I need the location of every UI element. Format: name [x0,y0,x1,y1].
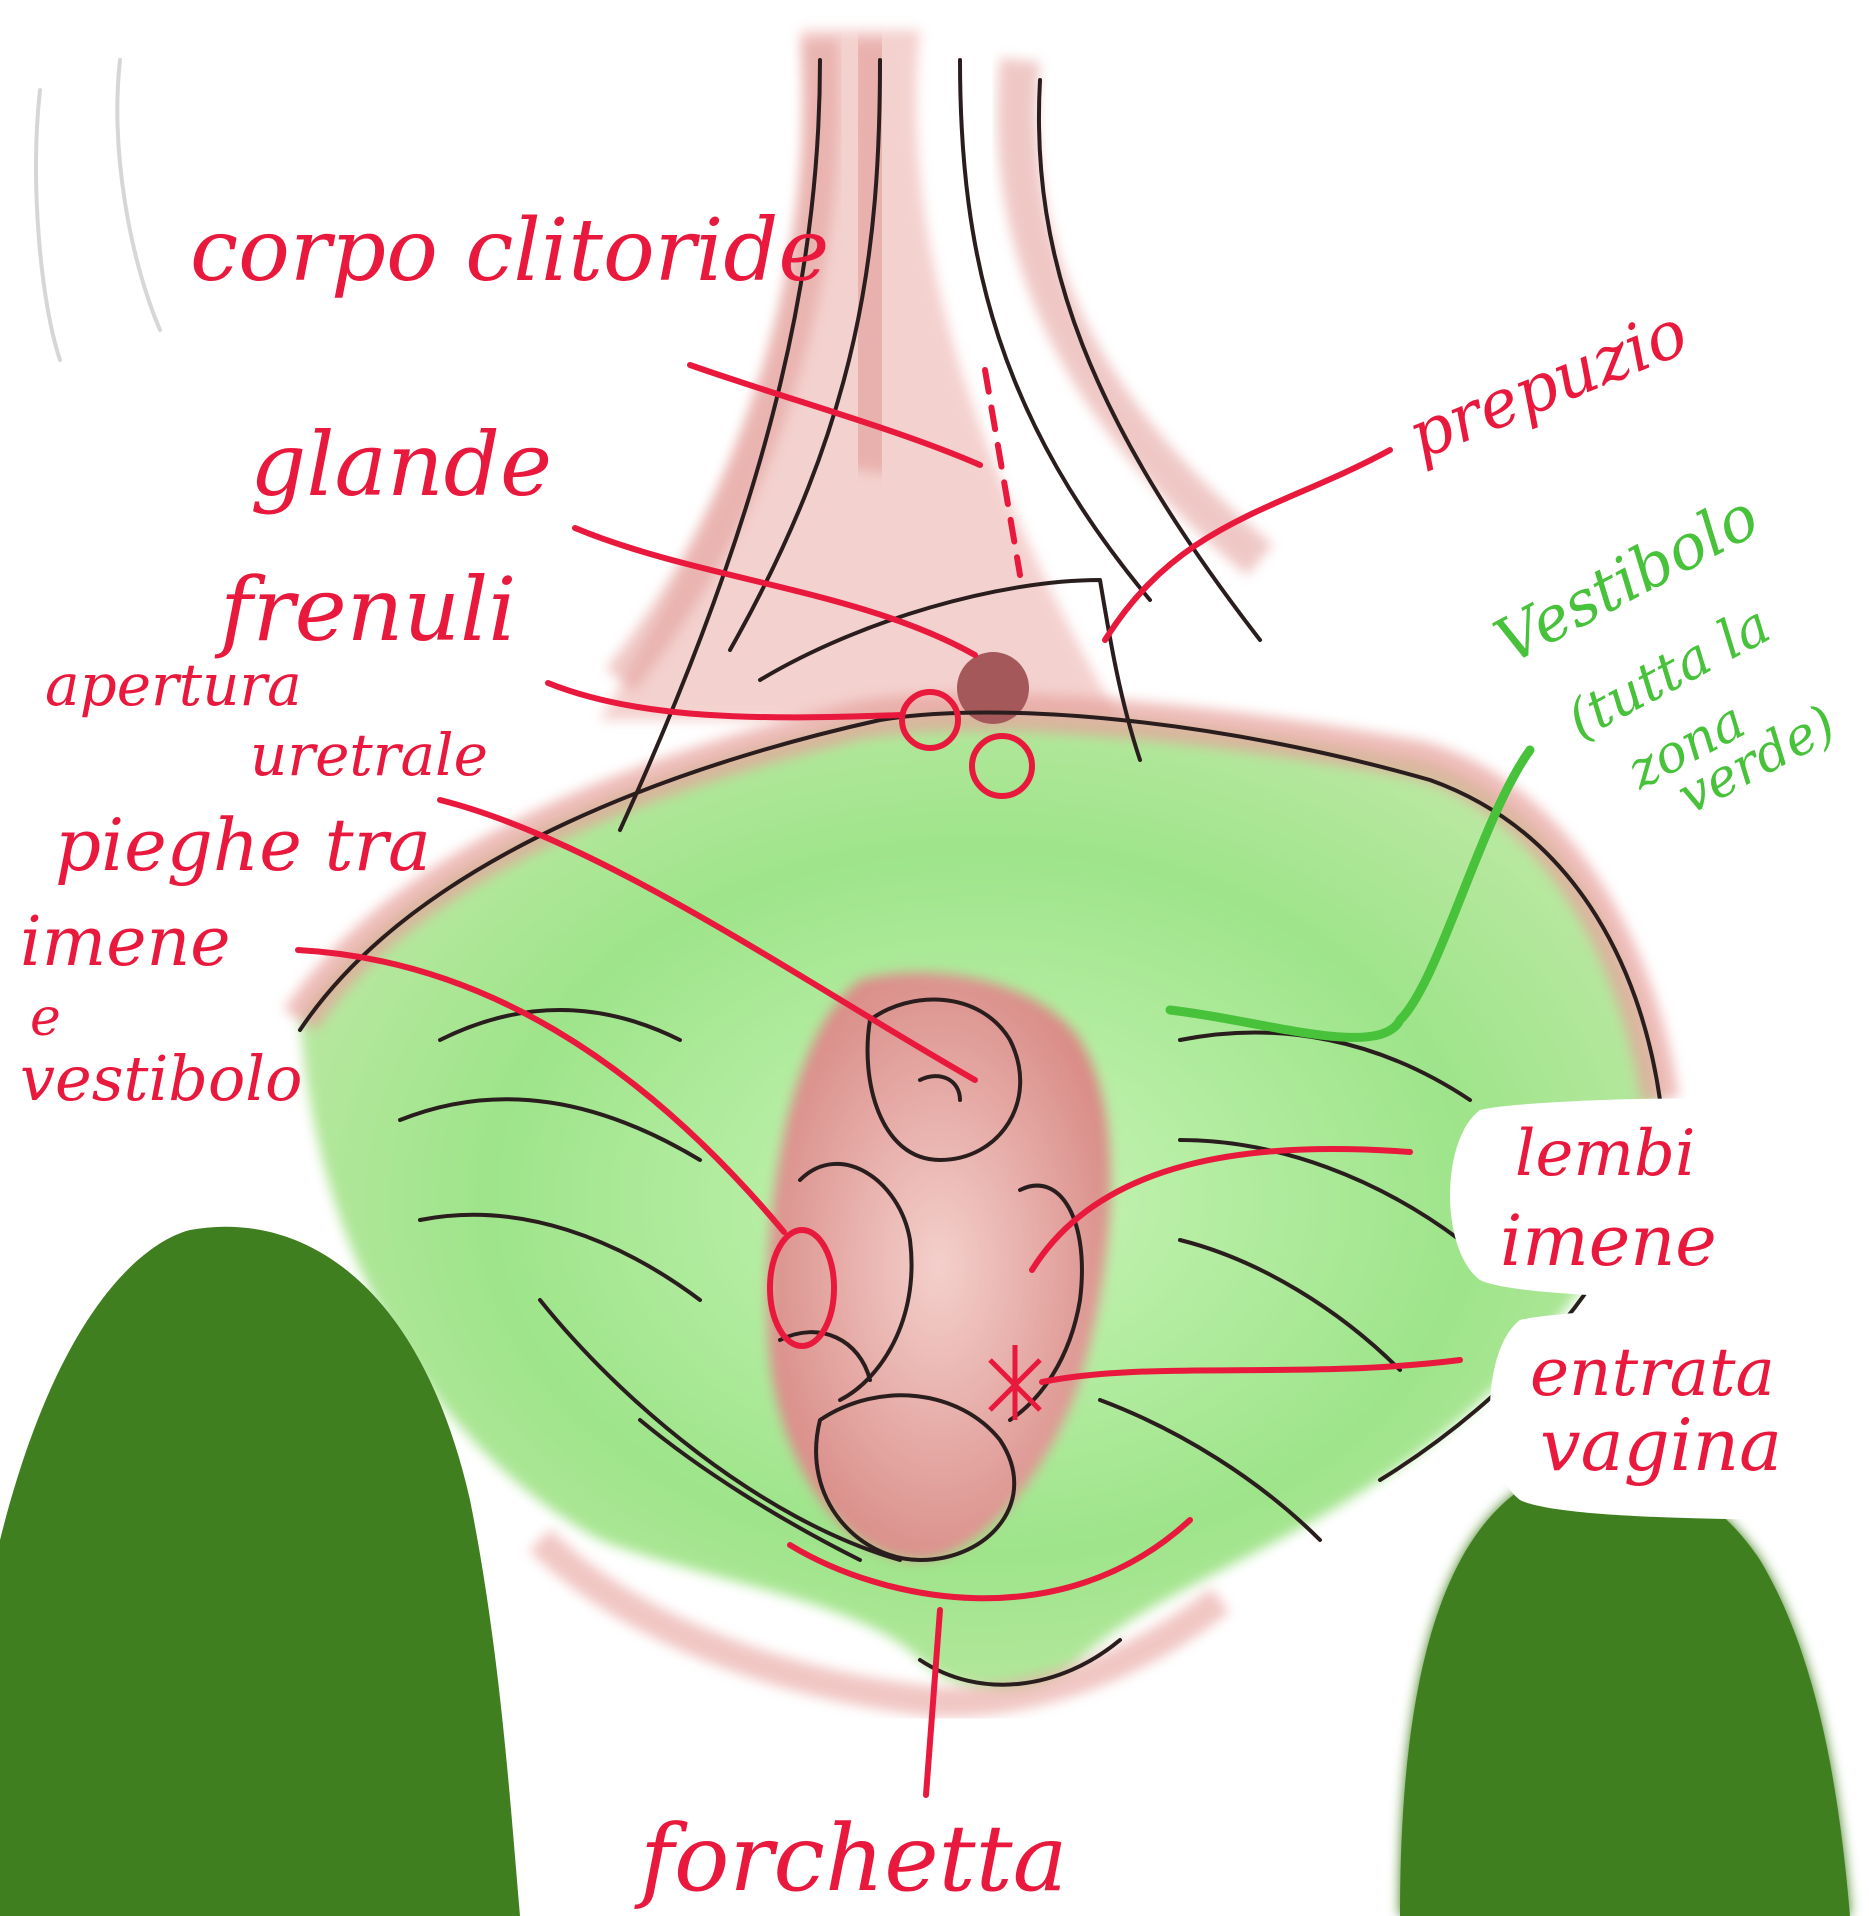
label-glande: glande [250,413,552,516]
label-corpo-clitoride: corpo clitoride [190,201,829,301]
label-pieghe-3: e [30,988,61,1048]
label-forchetta: forchetta [634,1805,1067,1912]
label-lembi-imene-1: lembi [1515,1117,1695,1191]
label-frenuli: frenuli [214,558,516,661]
clitoral-hood [600,30,1260,720]
label-apertura-uretrale-1: apertura [45,651,302,719]
label-pieghe-4: vestibolo [20,1042,302,1115]
label-prepuzio: prepuzio [1397,294,1698,475]
label-pieghe-1: pieghe tra [55,803,431,887]
label-pieghe-2: imene [20,903,231,982]
label-apertura-uretrale-2: uretrale [250,721,488,789]
label-entrata-1: entrata [1530,1334,1775,1411]
label-lembi-imene-2: imene [1500,1200,1717,1282]
background-sketch [36,60,160,360]
label-entrata-2: vagina [1540,1403,1782,1487]
